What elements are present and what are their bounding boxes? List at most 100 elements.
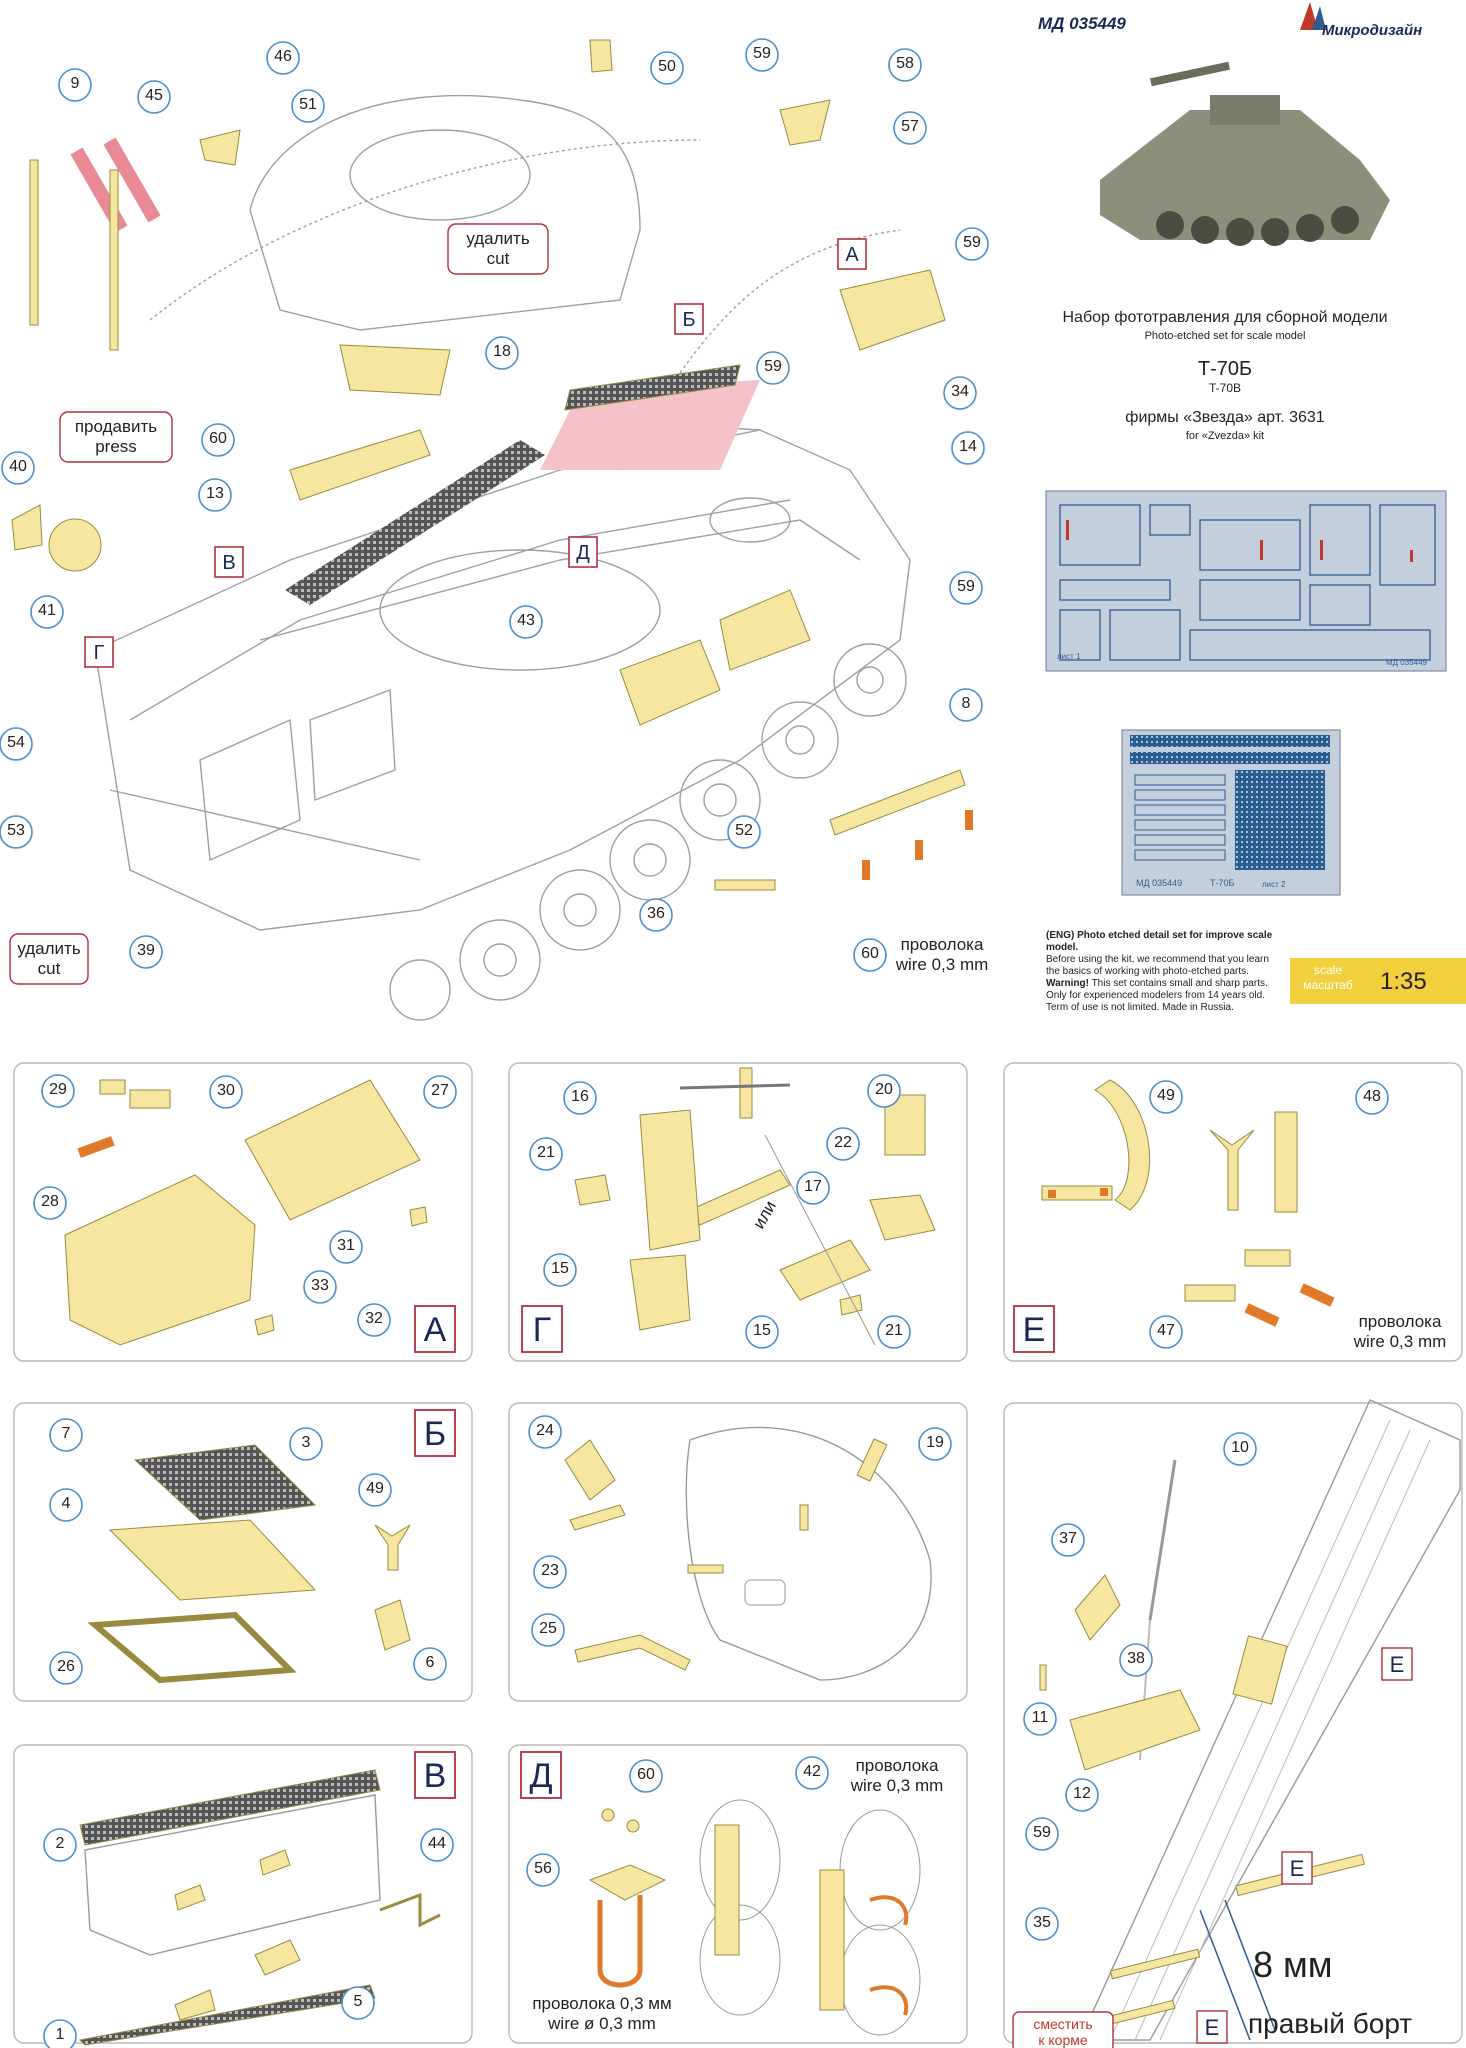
tank-photo bbox=[1100, 61, 1390, 246]
sheet2-code: МД 035449 bbox=[1136, 878, 1183, 888]
strap-right bbox=[109, 169, 119, 351]
callout-main-14: 40 bbox=[9, 458, 27, 475]
engine-mesh-strip bbox=[285, 440, 545, 605]
maker-en: for «Zvezda» kit bbox=[1185, 430, 1265, 442]
title-en: Photo-etched set for scale model bbox=[1144, 330, 1306, 342]
callout-G-3: 20 bbox=[875, 1081, 893, 1098]
section-letter-3: Б bbox=[423, 1415, 447, 1453]
callout-V-3: 5 bbox=[353, 1993, 363, 2010]
callout-E-1: 48 bbox=[1363, 1088, 1381, 1105]
callout-B-4: 49 bbox=[366, 1480, 384, 1497]
g-tool-line bbox=[679, 1083, 791, 1090]
section-letter-7: Е bbox=[1289, 1856, 1305, 1881]
model-en: T-70B bbox=[1208, 381, 1241, 395]
callout-D-1: 42 bbox=[803, 1763, 821, 1780]
panel-b-art bbox=[87, 1444, 411, 1684]
right-side-label: правый борт bbox=[1248, 2008, 1413, 2039]
strap-left bbox=[29, 159, 39, 326]
callout-G-0: 16 bbox=[571, 1088, 589, 1105]
callout-main-18: 43 bbox=[517, 612, 535, 629]
fret-sheet-1 bbox=[1045, 490, 1447, 672]
callout-main-1: 46 bbox=[274, 48, 292, 65]
sheet2-label: лист 2 bbox=[1262, 880, 1286, 889]
callout-main-10: Б bbox=[682, 309, 696, 331]
main-section-boxes bbox=[84, 238, 867, 668]
callout-main-9: 59 bbox=[963, 234, 981, 251]
section-letter-8: Е bbox=[1204, 2015, 1220, 2040]
panel-frames bbox=[13, 1062, 1463, 2044]
callout-main-27: 52 bbox=[735, 822, 753, 839]
callout-main-26: 53 bbox=[7, 822, 25, 839]
callout-main-8: А bbox=[845, 244, 859, 266]
fret-sheet-2 bbox=[1121, 729, 1341, 896]
callout-misc-0: 24 bbox=[536, 1422, 554, 1439]
callout-A-5: 33 bbox=[311, 1277, 329, 1294]
note-boxes bbox=[9, 223, 549, 985]
callout-G-6: 15 bbox=[753, 1322, 771, 1339]
callout-V-0: 2 bbox=[55, 1835, 65, 1852]
main-callout-rings bbox=[0, 38, 989, 972]
callout-G-7: 21 bbox=[885, 1322, 903, 1339]
pe-parts-main bbox=[11, 39, 966, 1226]
callout-main-17: Г bbox=[93, 642, 105, 664]
callout-main-25: 54 bbox=[7, 734, 25, 751]
callout-B-0: 7 bbox=[61, 1425, 71, 1442]
panel-a-art bbox=[64, 1079, 428, 1346]
callout-main-0: 9 bbox=[70, 75, 80, 92]
callout-D-2: 56 bbox=[534, 1860, 552, 1877]
callout-E2-3: 11 bbox=[1031, 1709, 1049, 1726]
callout-E-0: 49 bbox=[1157, 1087, 1175, 1104]
callout-A-1: 30 bbox=[217, 1082, 235, 1099]
panel-misc-art bbox=[564, 1426, 932, 1681]
section-letter-5: Д bbox=[529, 1757, 553, 1795]
scale-badge bbox=[1290, 958, 1466, 1004]
callout-G-2: 15 bbox=[551, 1260, 569, 1277]
road-wheels bbox=[389, 643, 907, 1021]
callout-E-2: 47 bbox=[1157, 1322, 1175, 1339]
sheet2-model: Т-70Б bbox=[1210, 878, 1235, 888]
callout-misc-2: 23 bbox=[541, 1562, 559, 1579]
section-letter-2: Е bbox=[1022, 1311, 1046, 1349]
g-divider bbox=[764, 1134, 876, 1346]
title-ru: Набор фототравления для сборной модели bbox=[1062, 309, 1388, 326]
callout-E2-2: 38 bbox=[1127, 1650, 1145, 1667]
section-letter-6: Е bbox=[1389, 1652, 1405, 1677]
panel-e-art bbox=[1041, 1079, 1298, 1302]
callout-main-13: 13 bbox=[206, 485, 224, 502]
callout-main-24: 8 bbox=[961, 695, 971, 712]
tank-hull-lineart bbox=[94, 94, 911, 931]
callout-main-7: 57 bbox=[901, 118, 919, 135]
callout-main-2: 45 bbox=[145, 87, 163, 104]
callout-A-4: 31 bbox=[337, 1237, 355, 1254]
callout-B-2: 4 bbox=[61, 1495, 71, 1512]
callout-E2-5: 59 bbox=[1033, 1824, 1051, 1841]
section-letter-0: А bbox=[423, 1311, 447, 1349]
callout-main-16: В bbox=[222, 552, 236, 574]
callout-A-0: 29 bbox=[49, 1081, 67, 1098]
brand-logo bbox=[1300, 2, 1326, 30]
callout-E2-1: 37 bbox=[1059, 1530, 1077, 1547]
callout-A-3: 28 bbox=[41, 1193, 59, 1210]
sheet1-label: лист 1 bbox=[1057, 652, 1081, 661]
callout-main-12: 60 bbox=[209, 430, 227, 447]
panel-e2-art bbox=[1039, 1399, 1461, 2041]
callout-G-1: 21 bbox=[537, 1144, 555, 1161]
callout-V-2: 1 bbox=[55, 2026, 65, 2043]
section-letter-1: Г bbox=[532, 1311, 552, 1349]
callout-G-5: 17 bbox=[804, 1178, 822, 1195]
sheet1-code: МД 035449 bbox=[1386, 658, 1427, 667]
callout-main-28: 36 bbox=[647, 905, 665, 922]
callout-B-5: 6 bbox=[425, 1654, 435, 1671]
callout-G-4: 22 bbox=[834, 1134, 852, 1151]
brand-name: Микродизайн bbox=[1322, 22, 1423, 39]
callout-main-22: 14 bbox=[959, 438, 977, 455]
callout-misc-3: 25 bbox=[539, 1620, 557, 1637]
callout-B-1: 3 bbox=[301, 1434, 311, 1451]
